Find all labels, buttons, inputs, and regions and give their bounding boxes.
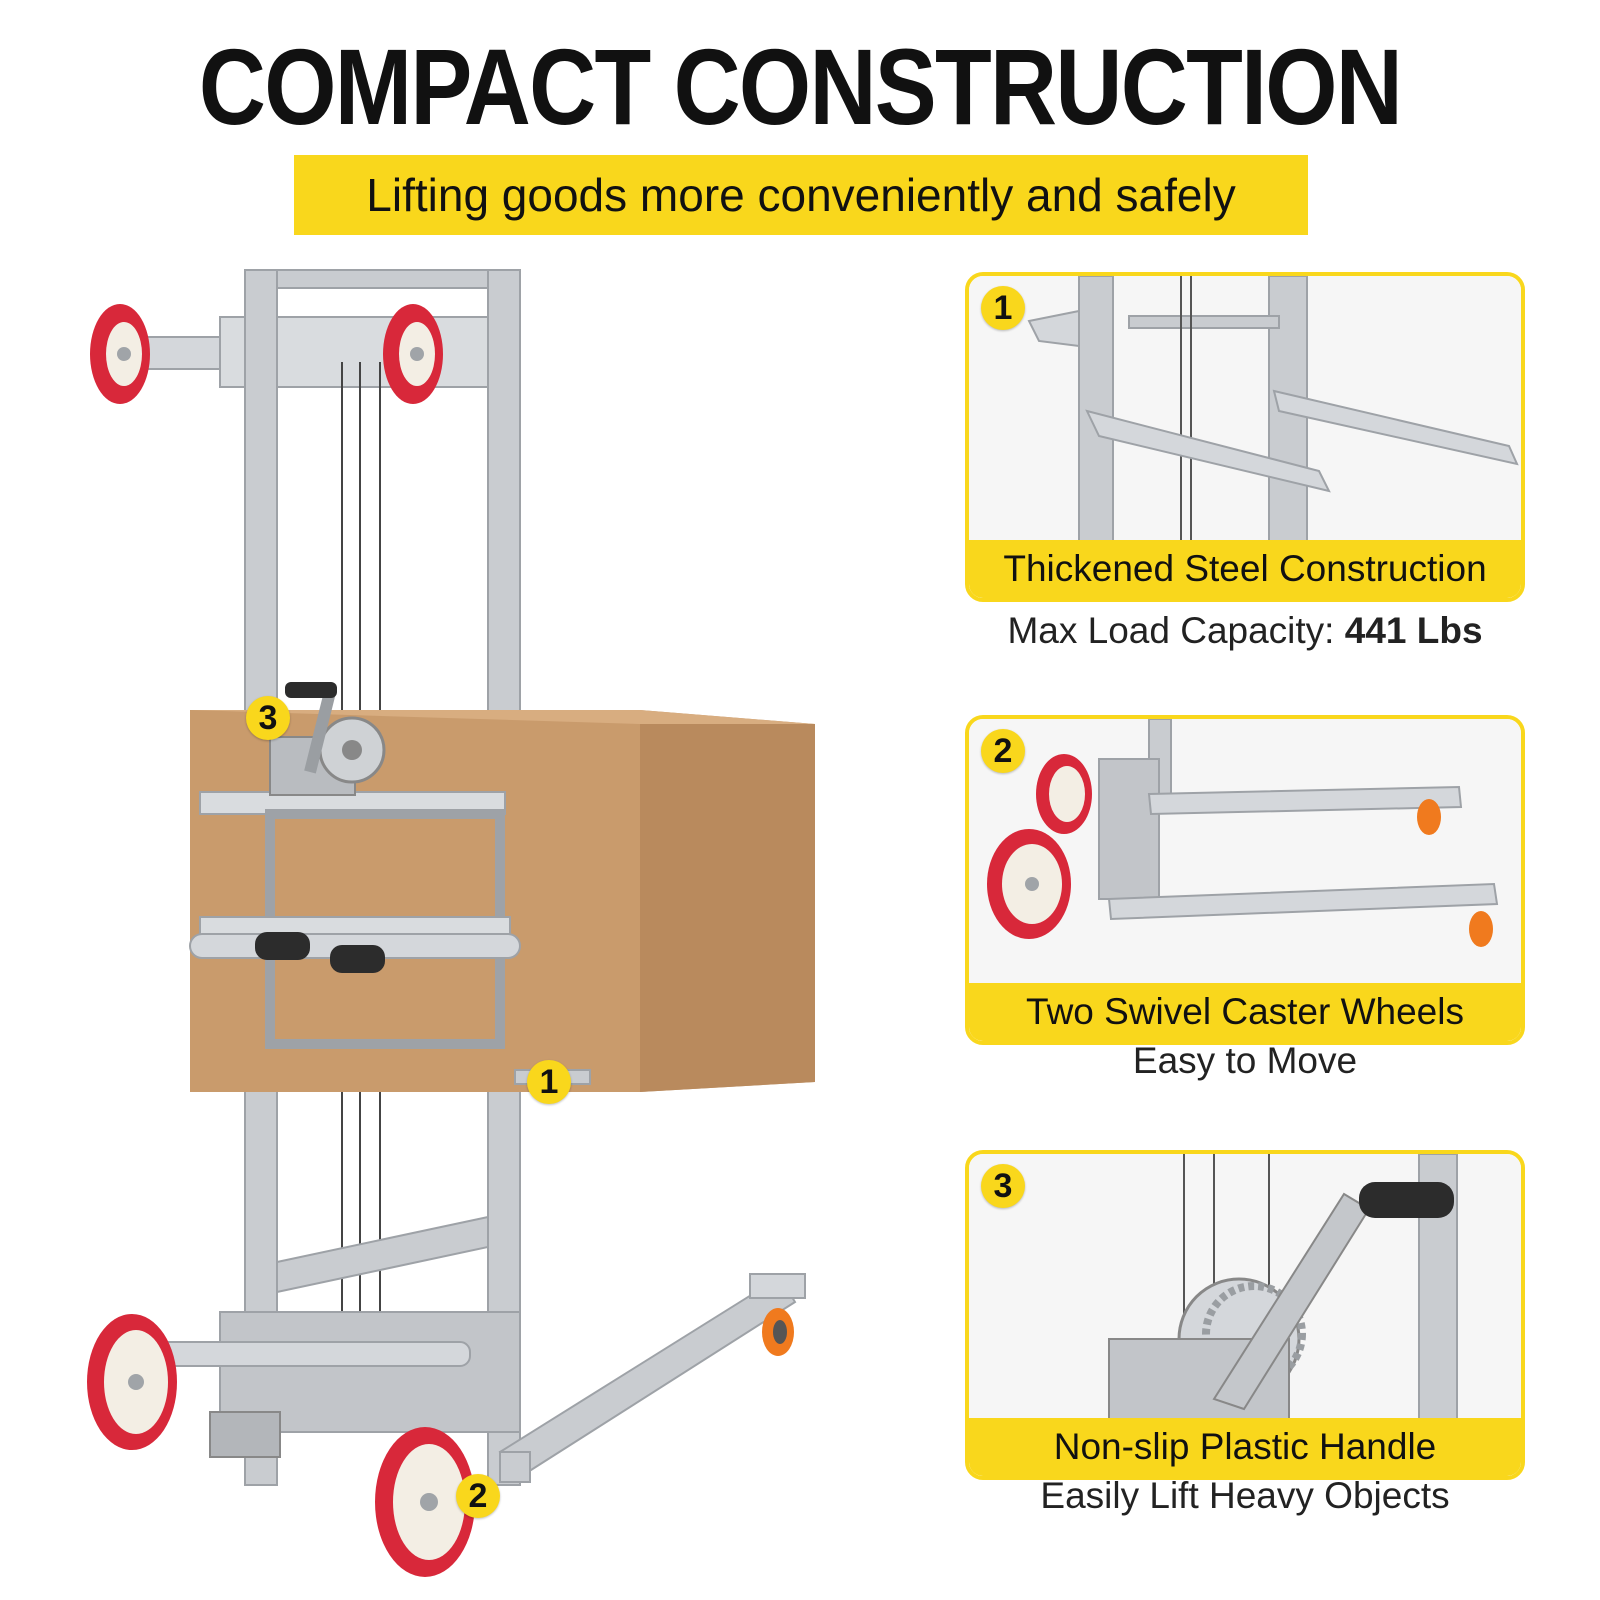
lower-crossbar (276, 1215, 489, 1294)
callout-badge-casters: 2 (456, 1474, 500, 1518)
caster-wheel (762, 1308, 794, 1356)
callout-badge-handle: 3 (246, 696, 290, 740)
headline: COMPACT CONSTRUCTION (198, 26, 1403, 147)
feature-label-casters: Two Swivel Caster Wheels (969, 983, 1521, 1041)
material-lift-illustration (87, 269, 815, 1577)
feature-badge-1: 1 (981, 286, 1025, 330)
base-leg-bottom (499, 1451, 531, 1483)
caster-mount (749, 1273, 806, 1299)
top-frame-bar (244, 269, 521, 289)
feature-label-handle: Non-slip Plastic Handle (969, 1418, 1521, 1476)
feature-badge-3: 3 (981, 1164, 1025, 1208)
foot-pedal (209, 1411, 281, 1458)
grip-left (255, 932, 310, 960)
caption-prefix: Max Load Capacity: (1007, 610, 1345, 651)
top-wheel-left (90, 304, 150, 404)
feature-panel-steel: 1 Thickened Steel Construction (965, 272, 1525, 602)
feature-label-steel: Thickened Steel Construction (969, 540, 1521, 598)
feature-panel-handle: 3 Non-slip Plastic Handle (965, 1150, 1525, 1480)
rear-wheel-left (87, 1314, 177, 1450)
load-capacity-value: 441 Lbs (1344, 610, 1483, 651)
subheadline-banner: Lifting goods more conveniently and safe… (294, 155, 1308, 235)
feature-badge-2: 2 (981, 729, 1025, 773)
caption-prefix: Easy to Move (1132, 1040, 1358, 1081)
top-wheel-right (383, 304, 443, 404)
base-leg (498, 1275, 797, 1479)
callout-badge-steel: 1 (527, 1060, 571, 1104)
feature-caption-steel: Max Load Capacity: 441 Lbs (965, 610, 1525, 652)
grip-right (330, 945, 385, 973)
rear-wheel-right (375, 1427, 475, 1577)
caption-prefix: Easily Lift Heavy Objects (1040, 1475, 1450, 1516)
feature-caption-handle: Easily Lift Heavy Objects (965, 1475, 1525, 1517)
feature-panel-casters: 2 Two Swivel Caster Wheels (965, 715, 1525, 1045)
winch (269, 682, 386, 796)
feature-caption-casters: Easy to Move (965, 1040, 1525, 1082)
